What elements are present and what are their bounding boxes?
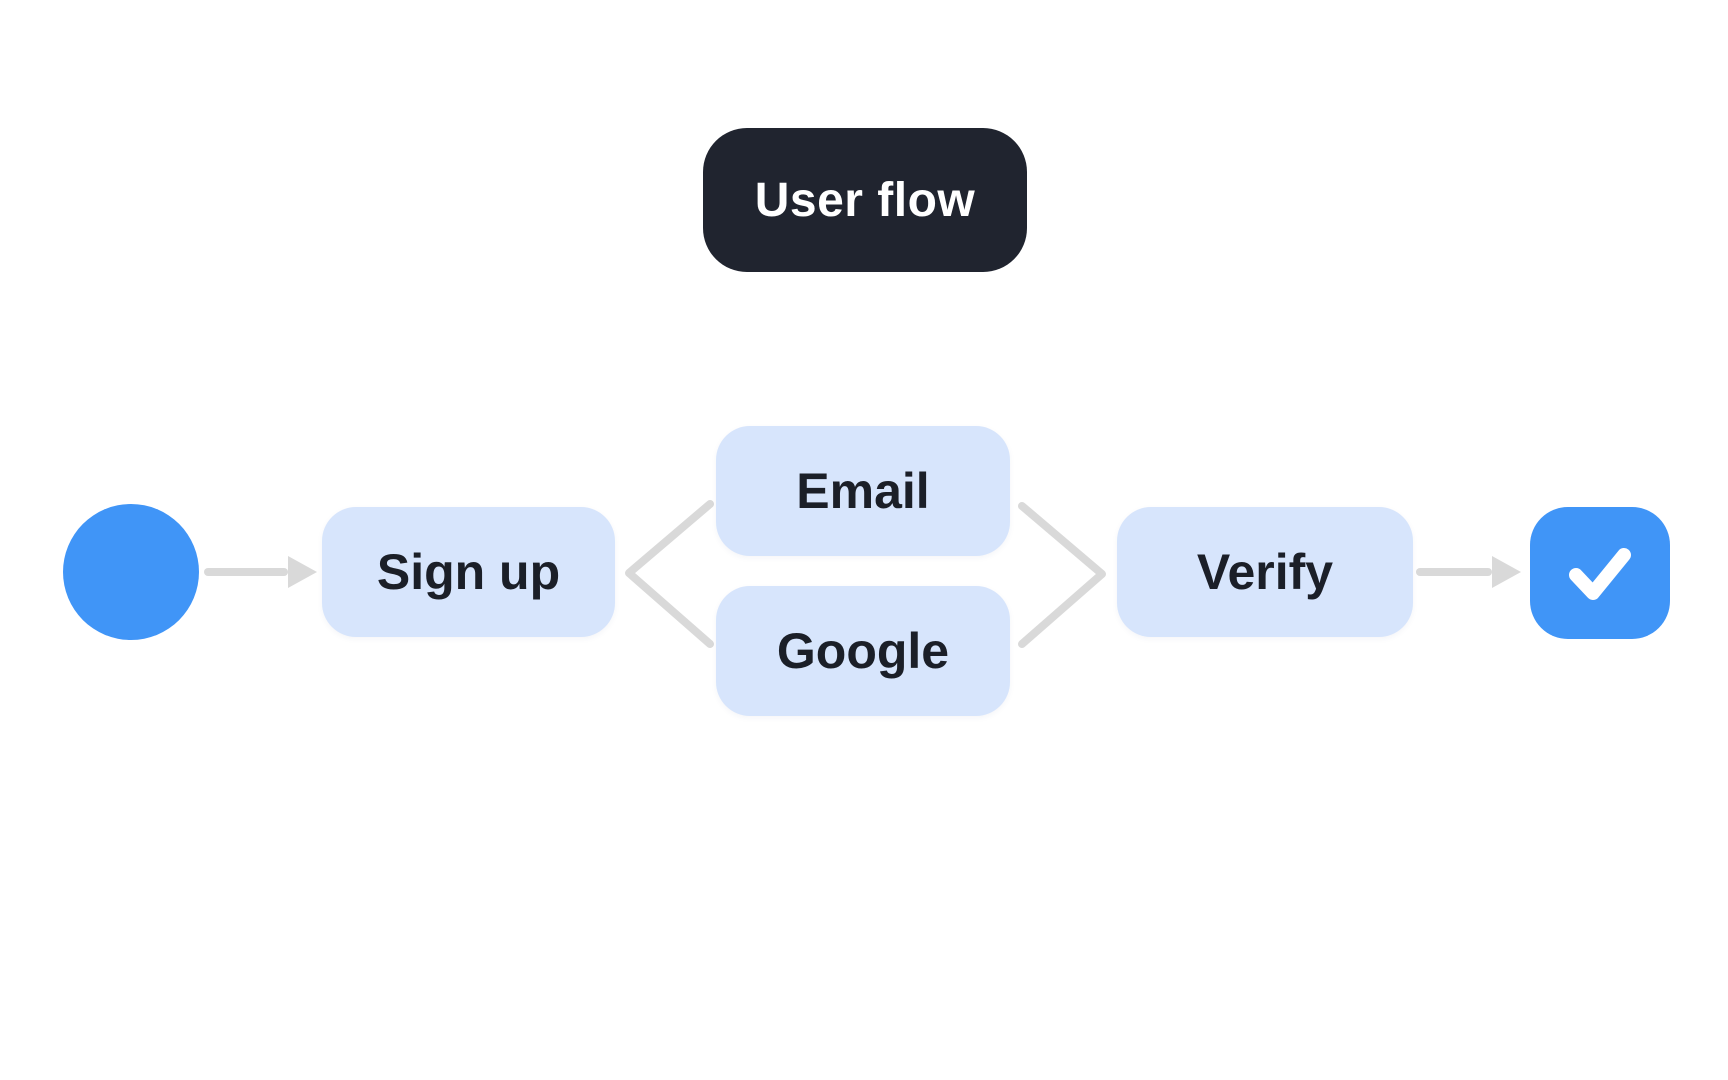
node-done[interactable] — [1530, 507, 1670, 639]
edge-verify-converge — [1018, 502, 1106, 648]
edge-start-signup-arrowhead — [288, 556, 317, 588]
node-signup[interactable]: Sign up — [322, 507, 615, 637]
diagram-title: User flow — [754, 173, 976, 227]
node-verify-label: Verify — [1196, 544, 1334, 600]
node-google-label: Google — [776, 623, 950, 679]
node-email-label: Email — [796, 463, 930, 519]
edge-verify-done-arrowhead — [1492, 556, 1521, 588]
node-start[interactable] — [63, 504, 199, 640]
checkmark-icon — [1569, 548, 1631, 600]
node-signup-label: Sign up — [376, 544, 561, 600]
title-badge: User flow — [703, 128, 1027, 272]
node-verify[interactable]: Verify — [1117, 507, 1413, 637]
edge-signup-branch — [625, 500, 714, 648]
node-email[interactable]: Email — [716, 426, 1010, 556]
node-google[interactable]: Google — [716, 586, 1010, 716]
